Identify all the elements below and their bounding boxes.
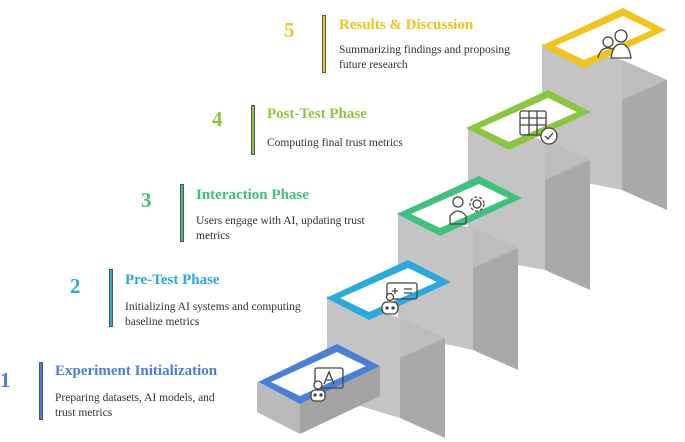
robot-math-icon <box>381 282 418 315</box>
phase-3-number: 3 <box>141 188 152 212</box>
phase-3-marker-bar <box>180 184 184 242</box>
phase-5-description-line-1: Summarizing findings and proposing <box>339 44 510 56</box>
phase-1-marker-bar <box>39 362 43 420</box>
phase-1-description-line-2: trust metrics <box>55 407 113 419</box>
phase-2-marker-bar <box>109 269 113 327</box>
phase-2-number: 2 <box>70 274 81 298</box>
phase-2-title: Pre-Test Phase <box>125 272 220 288</box>
phase-1-description: Preparing datasets, AI models, and trust… <box>55 391 245 421</box>
phase-5-marker-bar <box>322 15 326 73</box>
phase-3-description: Users engage with AI, updating trust met… <box>196 214 386 244</box>
step-2-face <box>340 268 437 312</box>
robot-translate-icon <box>310 367 344 402</box>
phase-4-marker-bar <box>251 105 255 155</box>
phase-4-number: 4 <box>212 107 223 131</box>
phase-4-title: Post-Test Phase <box>267 106 367 122</box>
phase-1-description-line-1: Preparing datasets, AI models, and <box>55 392 215 404</box>
phase-2-description-line-2: baseline metrics <box>125 316 200 328</box>
step-4 <box>466 90 591 290</box>
step-1-face <box>271 352 366 396</box>
phase-3-title: Interaction Phase <box>196 187 309 203</box>
phase-5-number: 5 <box>284 18 295 42</box>
phase-4-description: Computing final trust metrics <box>267 136 457 151</box>
phase-5-description: Summarizing findings and proposing futur… <box>339 43 539 73</box>
phase-1-title: Experiment Initialization <box>55 363 218 379</box>
table-check-icon <box>519 110 558 145</box>
step-2 <box>326 260 451 438</box>
phase-1-number: 1 <box>0 368 11 392</box>
phase-3-description-line-2: metrics <box>196 230 230 242</box>
step-1 <box>257 344 380 434</box>
phase-2-description-line-1: Initializing AI systems and computing <box>125 301 301 313</box>
phase-4-description-line-1: Computing final trust metrics <box>267 137 403 149</box>
phase-5-description-line-2: future research <box>339 59 408 71</box>
phase-2-description: Initializing AI systems and computing ba… <box>125 300 325 330</box>
step-3-face <box>411 184 508 228</box>
phase-3-description-line-1: Users engage with AI, updating trust <box>196 215 365 227</box>
step-5-face <box>555 16 652 60</box>
phase-5-title: Results & Discussion <box>339 17 474 33</box>
user-gear-icon <box>449 196 485 225</box>
people-discussion-icon <box>597 29 632 59</box>
